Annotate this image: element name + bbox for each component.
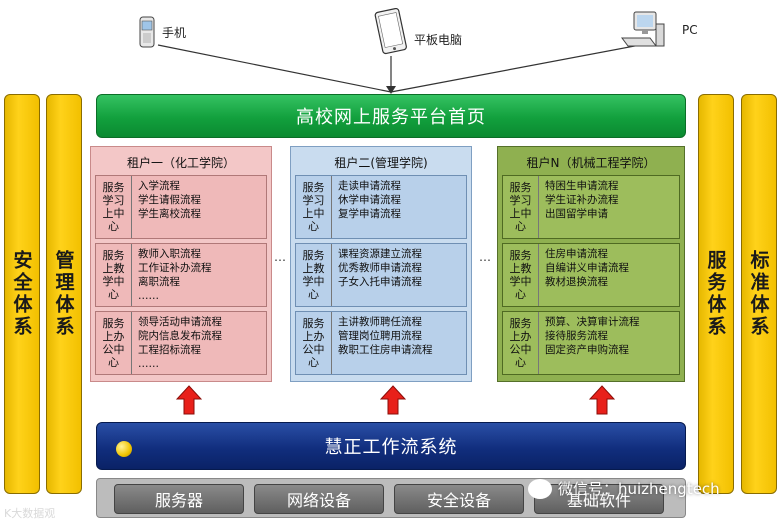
flow-item: 休学申请流程 [338, 194, 401, 206]
management-system-label: 管理体系 [52, 250, 75, 338]
security-device-block: 安全设备 [394, 484, 524, 514]
center-name: 服务上办公中心 [503, 312, 539, 374]
flow-item: 住房申请流程 [545, 248, 608, 260]
workflow-system-bar: 慧正工作流系统 [96, 422, 686, 470]
mobile-phone-icon [139, 16, 155, 48]
flow-item: 复学申请流程 [338, 208, 401, 220]
flow-list: 教师入职流程 工作证补办流程 离职流程 …… [132, 244, 266, 306]
flow-item: 学生离校流程 [138, 208, 201, 220]
flow-item: 工程招标流程 [138, 344, 201, 356]
up-arrow-icon [589, 385, 615, 415]
flow-item: 走读申请流程 [338, 180, 401, 192]
flow-list: 预算、决算审计流程 接待服务流程 固定资产申购流程 [539, 312, 679, 374]
office-service-center: 服务上办公中心 主讲教师聘任流程 管理岗位聘用流程 教职工住房申请流程 [295, 311, 467, 375]
flow-item: 学生请假流程 [138, 194, 201, 206]
flow-item: 固定资产申购流程 [545, 344, 629, 356]
flow-list: 特困生申请流程 学生证补办流程 出国留学申请 [539, 176, 679, 238]
ellipsis-dots: … [479, 250, 491, 264]
center-name: 服务上办公中心 [96, 312, 132, 374]
flow-item: …… [138, 290, 159, 302]
center-name: 服务上教学中心 [503, 244, 539, 306]
flow-item: 院内信息发布流程 [138, 330, 222, 342]
learning-service-center: 服务学习上中心 走读申请流程 休学申请流程 复学申请流程 [295, 175, 467, 239]
management-system-pillar: 管理体系 [46, 94, 82, 494]
flow-item: 离职流程 [138, 276, 180, 288]
mobile-device: 手机 [138, 16, 186, 48]
office-service-center: 服务上办公中心 领导活动申请流程 院内信息发布流程 工程招标流程 …… [95, 311, 267, 375]
pc-device: PC [620, 10, 698, 50]
tenant-name: 租户二(管理学院) [334, 156, 428, 170]
base-software-block: 基础软件 [534, 484, 664, 514]
pc-label: PC [682, 23, 698, 37]
flow-item: 优秀教师申请流程 [338, 262, 422, 274]
center-name: 服务学习上中心 [503, 176, 539, 238]
security-system-label: 安全体系 [10, 250, 33, 338]
wechat-icon [528, 478, 552, 499]
up-arrow-icon [176, 385, 202, 415]
flow-item: 课程资源建立流程 [338, 248, 422, 260]
tenant-name: 租户一（化工学院） [126, 156, 235, 170]
flow-item: 入学流程 [138, 180, 180, 192]
desktop-computer-icon [621, 11, 665, 47]
flow-item: 教材退换流程 [545, 276, 608, 288]
flow-item: 教师入职流程 [138, 248, 201, 260]
teaching-service-center: 服务上教学中心 课程资源建立流程 优秀教师申请流程 子女入托申请流程 [295, 243, 467, 307]
tenant-panel-chemical: 租户一（化工学院） 服务学习上中心 入学流程 学生请假流程 学生离校流程 服务上… [90, 146, 272, 382]
flow-list: 住房申请流程 自编讲义申请流程 教材退换流程 [539, 244, 679, 306]
flow-list: 走读申请流程 休学申请流程 复学申请流程 [332, 176, 466, 238]
flow-list: 主讲教师聘任流程 管理岗位聘用流程 教职工住房申请流程 [332, 312, 466, 374]
learning-service-center: 服务学习上中心 入学流程 学生请假流程 学生离校流程 [95, 175, 267, 239]
center-name: 服务上教学中心 [296, 244, 332, 306]
left-watermark: K大数据观 [4, 507, 56, 520]
ellipsis-dots: … [274, 250, 286, 264]
flow-item: 出国留学申请 [545, 208, 608, 220]
up-arrow-icon [380, 385, 406, 415]
tenant-panel-mechanical: 租户N（机械工程学院） 服务学习上中心 特困生申请流程 学生证补办流程 出国留学… [497, 146, 685, 382]
center-name: 服务学习上中心 [296, 176, 332, 238]
yellow-dot-icon [116, 441, 132, 457]
wechat-id: 微信号：huizhengtech [558, 480, 720, 498]
flow-item: …… [138, 358, 159, 370]
flow-item: 子女入托申请流程 [338, 276, 422, 288]
flow-item: 领导活动申请流程 [138, 316, 222, 328]
tenant-name: 租户N（机械工程学院） [526, 156, 656, 170]
service-system-pillar: 服务体系 [698, 94, 734, 494]
workflow-system-title: 慧正工作流系统 [324, 437, 458, 458]
center-name: 服务上办公中心 [296, 312, 332, 374]
flow-item: 主讲教师聘任流程 [338, 316, 422, 328]
flow-item: 自编讲义申请流程 [545, 262, 629, 274]
standard-system-label: 标准体系 [747, 250, 770, 338]
office-service-center: 服务上办公中心 预算、决算审计流程 接待服务流程 固定资产申购流程 [502, 311, 680, 375]
flow-item: 教职工住房申请流程 [338, 344, 433, 356]
flow-list: 入学流程 学生请假流程 学生离校流程 [132, 176, 266, 238]
mobile-label: 手机 [162, 25, 187, 40]
flow-item: 管理岗位聘用流程 [338, 330, 422, 342]
flow-list: 课程资源建立流程 优秀教师申请流程 子女入托申请流程 [332, 244, 466, 306]
tablet-device: 平板电脑 [374, 8, 462, 56]
portal-homepage-bar: 高校网上服务平台首页 [96, 94, 686, 138]
flow-item: 特困生申请流程 [545, 180, 619, 192]
flow-item: 预算、决算审计流程 [545, 316, 640, 328]
device-connection-lines [157, 44, 641, 94]
flow-item: 工作证补办流程 [138, 262, 212, 274]
portal-homepage-title: 高校网上服务平台首页 [296, 107, 486, 128]
network-device-block: 网络设备 [254, 484, 384, 514]
tablet-label: 平板电脑 [414, 32, 463, 47]
learning-service-center: 服务学习上中心 特困生申请流程 学生证补办流程 出国留学申请 [502, 175, 680, 239]
wechat-watermark: 微信号：huizhengtech [528, 478, 720, 499]
service-system-label: 服务体系 [704, 250, 727, 338]
teaching-service-center: 服务上教学中心 住房申请流程 自编讲义申请流程 教材退换流程 [502, 243, 680, 307]
center-name: 服务学习上中心 [96, 176, 132, 238]
flow-list: 领导活动申请流程 院内信息发布流程 工程招标流程 …… [132, 312, 266, 374]
standard-system-pillar: 标准体系 [741, 94, 777, 494]
flow-item: 接待服务流程 [545, 330, 608, 342]
security-system-pillar: 安全体系 [4, 94, 40, 494]
server-block: 服务器 [114, 484, 244, 514]
flow-item: 学生证补办流程 [545, 194, 619, 206]
tablet-icon [374, 8, 407, 55]
tenant-panel-management: 租户二(管理学院) 服务学习上中心 走读申请流程 休学申请流程 复学申请流程 服… [290, 146, 472, 382]
teaching-service-center: 服务上教学中心 教师入职流程 工作证补办流程 离职流程 …… [95, 243, 267, 307]
center-name: 服务上教学中心 [96, 244, 132, 306]
